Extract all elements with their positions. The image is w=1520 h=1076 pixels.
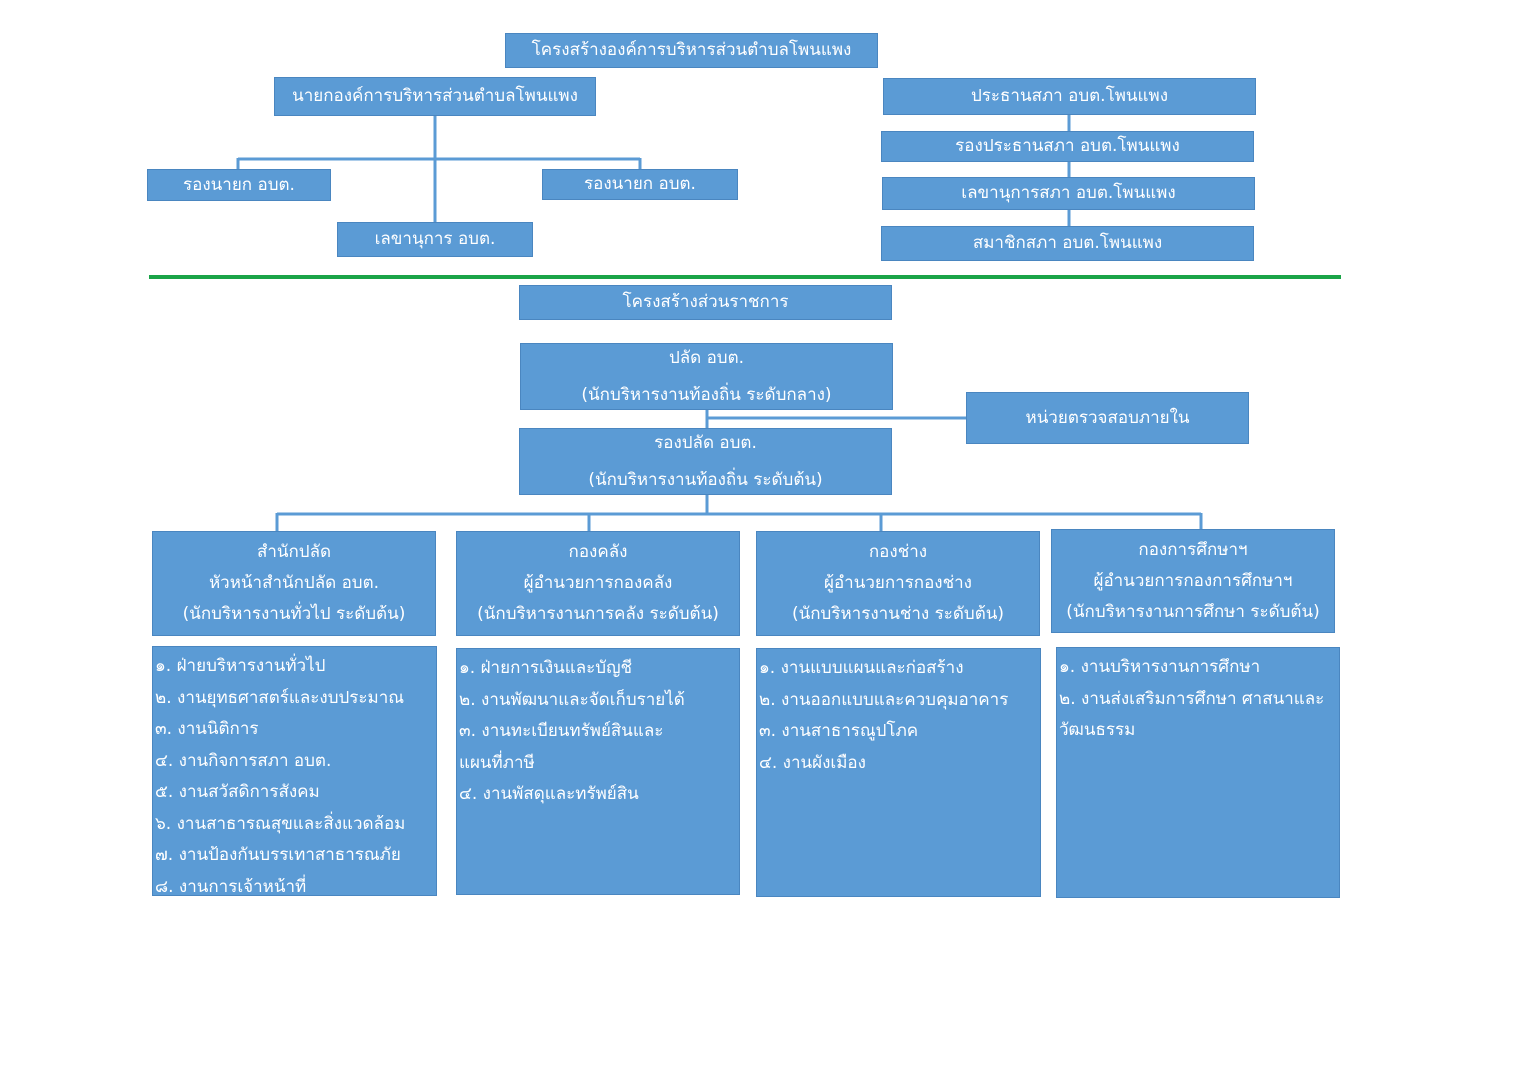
mayor-text: นายกองค์การบริหารส่วนตำบลโพนแพง xyxy=(292,86,578,107)
list-item: ๓. งานทะเบียนทรัพย์สินและแผนที่ภาษี xyxy=(459,721,664,773)
council-secretary-box: เลขานุการสภา อบต.โพนแพง xyxy=(882,177,1255,210)
list-item: ๓. งานสาธารณูปโภค xyxy=(759,721,919,741)
list-item: ๔. งานพัสดุและทรัพย์สิน xyxy=(459,784,639,804)
list-item: ๔. งานผังเมือง xyxy=(759,752,866,773)
council-members-text: สมาชิกสภา อบต.โพนแพง xyxy=(972,233,1163,254)
deputy-palad-name: รองปลัด อบต. xyxy=(654,432,757,453)
department-head: ผู้อำนวยการกองคลัง xyxy=(523,573,673,593)
department-level: (นักบริหารงานการศึกษา ระดับต้น) xyxy=(1066,601,1320,622)
council-vice-president-box: รองประธานสภา อบต.โพนแพง xyxy=(881,131,1254,162)
department-header-engineering: กองช่าง ผู้อำนวยการกองช่าง (นักบริหารงาน… xyxy=(756,531,1040,636)
council-secretary-text: เลขานุการสภา อบต.โพนแพง xyxy=(961,183,1176,204)
org-title: โครงสร้างองค์การบริหารส่วนตำบลโพนแพง xyxy=(505,33,878,68)
department-name: สำนักปลัด xyxy=(256,542,332,562)
department-header-education: กองการศึกษาฯ ผู้อำนวยการกองการศึกษาฯ (นั… xyxy=(1051,529,1335,633)
department-name: กองคลัง xyxy=(568,542,628,562)
deputy-mayor-left-box: รองนายก อบต. xyxy=(147,169,331,201)
palad-box: ปลัด อบต. (นักบริหารงานท้องถิ่น ระดับกลา… xyxy=(520,343,893,410)
list-item: ๒. งานส่งเสริมการศึกษา ศาสนาและวัฒนธรรม xyxy=(1059,688,1325,741)
council-vice-president-text: รองประธานสภา อบต.โพนแพง xyxy=(955,136,1180,157)
section-divider xyxy=(149,275,1341,279)
department-header-finance: กองคลัง ผู้อำนวยการกองคลัง (นักบริหารงาน… xyxy=(456,531,740,636)
list-item: ๑. ฝ่ายการเงินและบัญชี xyxy=(459,658,633,678)
council-president-text: ประธานสภา อบต.โพนแพง xyxy=(971,86,1168,107)
deputy-mayor-right-box: รองนายก อบต. xyxy=(542,169,738,200)
list-item: ๑. งานบริหารงานการศึกษา xyxy=(1059,657,1261,677)
list-item: ๓. งานนิติการ xyxy=(155,719,259,739)
department-name: กองการศึกษาฯ xyxy=(1138,539,1248,560)
deputy-mayor-left-text: รองนายก อบต. xyxy=(183,174,295,195)
mayor-secretary-text: เลขานุการ อบต. xyxy=(374,229,496,250)
department-level: (นักบริหารงานช่าง ระดับต้น) xyxy=(792,604,1004,624)
department-name: กองช่าง xyxy=(868,542,928,562)
internal-audit-text: หน่วยตรวจสอบภายใน xyxy=(1025,407,1190,428)
list-item: ๒. งานยุทธศาสตร์และงบประมาณ xyxy=(155,687,405,708)
list-item: ๑. ฝ่ายบริหารงานทั่วไป xyxy=(155,656,326,676)
admin-title-text: โครงสร้างส่วนราชการ xyxy=(622,292,789,313)
deputy-palad-box: รองปลัด อบต. (นักบริหารงานท้องถิ่น ระดับ… xyxy=(519,428,892,495)
mayor-secretary-box: เลขานุการ อบต. xyxy=(337,222,533,257)
list-item: ๑. งานแบบแผนและก่อสร้าง xyxy=(759,658,964,678)
department-tasks-finance: ๑. ฝ่ายการเงินและบัญชี ๒. งานพัฒนาและจัด… xyxy=(456,648,740,895)
list-item: ๒. งานพัฒนาและจัดเก็บรายได้ xyxy=(459,689,685,710)
department-tasks-palad-office: ๑. ฝ่ายบริหารงานทั่วไป ๒. งานยุทธศาสตร์แ… xyxy=(152,646,437,897)
council-president-box: ประธานสภา อบต.โพนแพง xyxy=(883,78,1256,115)
department-head: หัวหน้าสำนักปลัด อบต. xyxy=(208,573,380,593)
department-head: ผู้อำนวยการกองช่าง xyxy=(823,573,972,593)
department-level: (นักบริหารงานทั่วไป ระดับต้น) xyxy=(182,604,406,624)
council-members-box: สมาชิกสภา อบต.โพนแพง xyxy=(881,226,1254,261)
department-header-palad-office: สำนักปลัด หัวหน้าสำนักปลัด อบต. (นักบริห… xyxy=(152,531,436,636)
department-level: (นักบริหารงานการคลัง ระดับต้น) xyxy=(477,604,719,624)
list-item: ๗. งานป้องกันบรรเทาสาธารณภัย xyxy=(155,845,401,865)
list-item: ๒. งานออกแบบและควบคุมอาคาร xyxy=(759,689,1009,710)
org-title-text: โครงสร้างองค์การบริหารส่วนตำบลโพนแพง xyxy=(531,40,852,61)
department-tasks-engineering: ๑. งานแบบแผนและก่อสร้าง ๒. งานออกแบบและค… xyxy=(756,648,1041,897)
department-tasks-education: ๑. งานบริหารงานการศึกษา ๒. งานส่งเสริมกา… xyxy=(1056,647,1340,898)
palad-level: (นักบริหารงานท้องถิ่น ระดับกลาง) xyxy=(581,384,832,405)
list-item: ๔. งานกิจการสภา อบต. xyxy=(155,750,332,771)
department-head: ผู้อำนวยการกองการศึกษาฯ xyxy=(1093,570,1293,591)
list-item: ๕. งานสวัสดิการสังคม xyxy=(155,782,320,802)
list-item: ๘. งานการเจ้าหน้าที่ xyxy=(155,876,307,897)
palad-name: ปลัด อบต. xyxy=(668,347,745,368)
mayor-box: นายกองค์การบริหารส่วนตำบลโพนแพง xyxy=(274,77,596,116)
list-item: ๖. งานสาธารณสุขและสิ่งแวดล้อม xyxy=(155,813,406,834)
internal-audit-box: หน่วยตรวจสอบภายใน xyxy=(966,392,1249,444)
admin-title: โครงสร้างส่วนราชการ xyxy=(519,285,892,320)
deputy-mayor-right-text: รองนายก อบต. xyxy=(584,174,696,195)
deputy-palad-level: (นักบริหารงานท้องถิ่น ระดับต้น) xyxy=(588,469,823,490)
